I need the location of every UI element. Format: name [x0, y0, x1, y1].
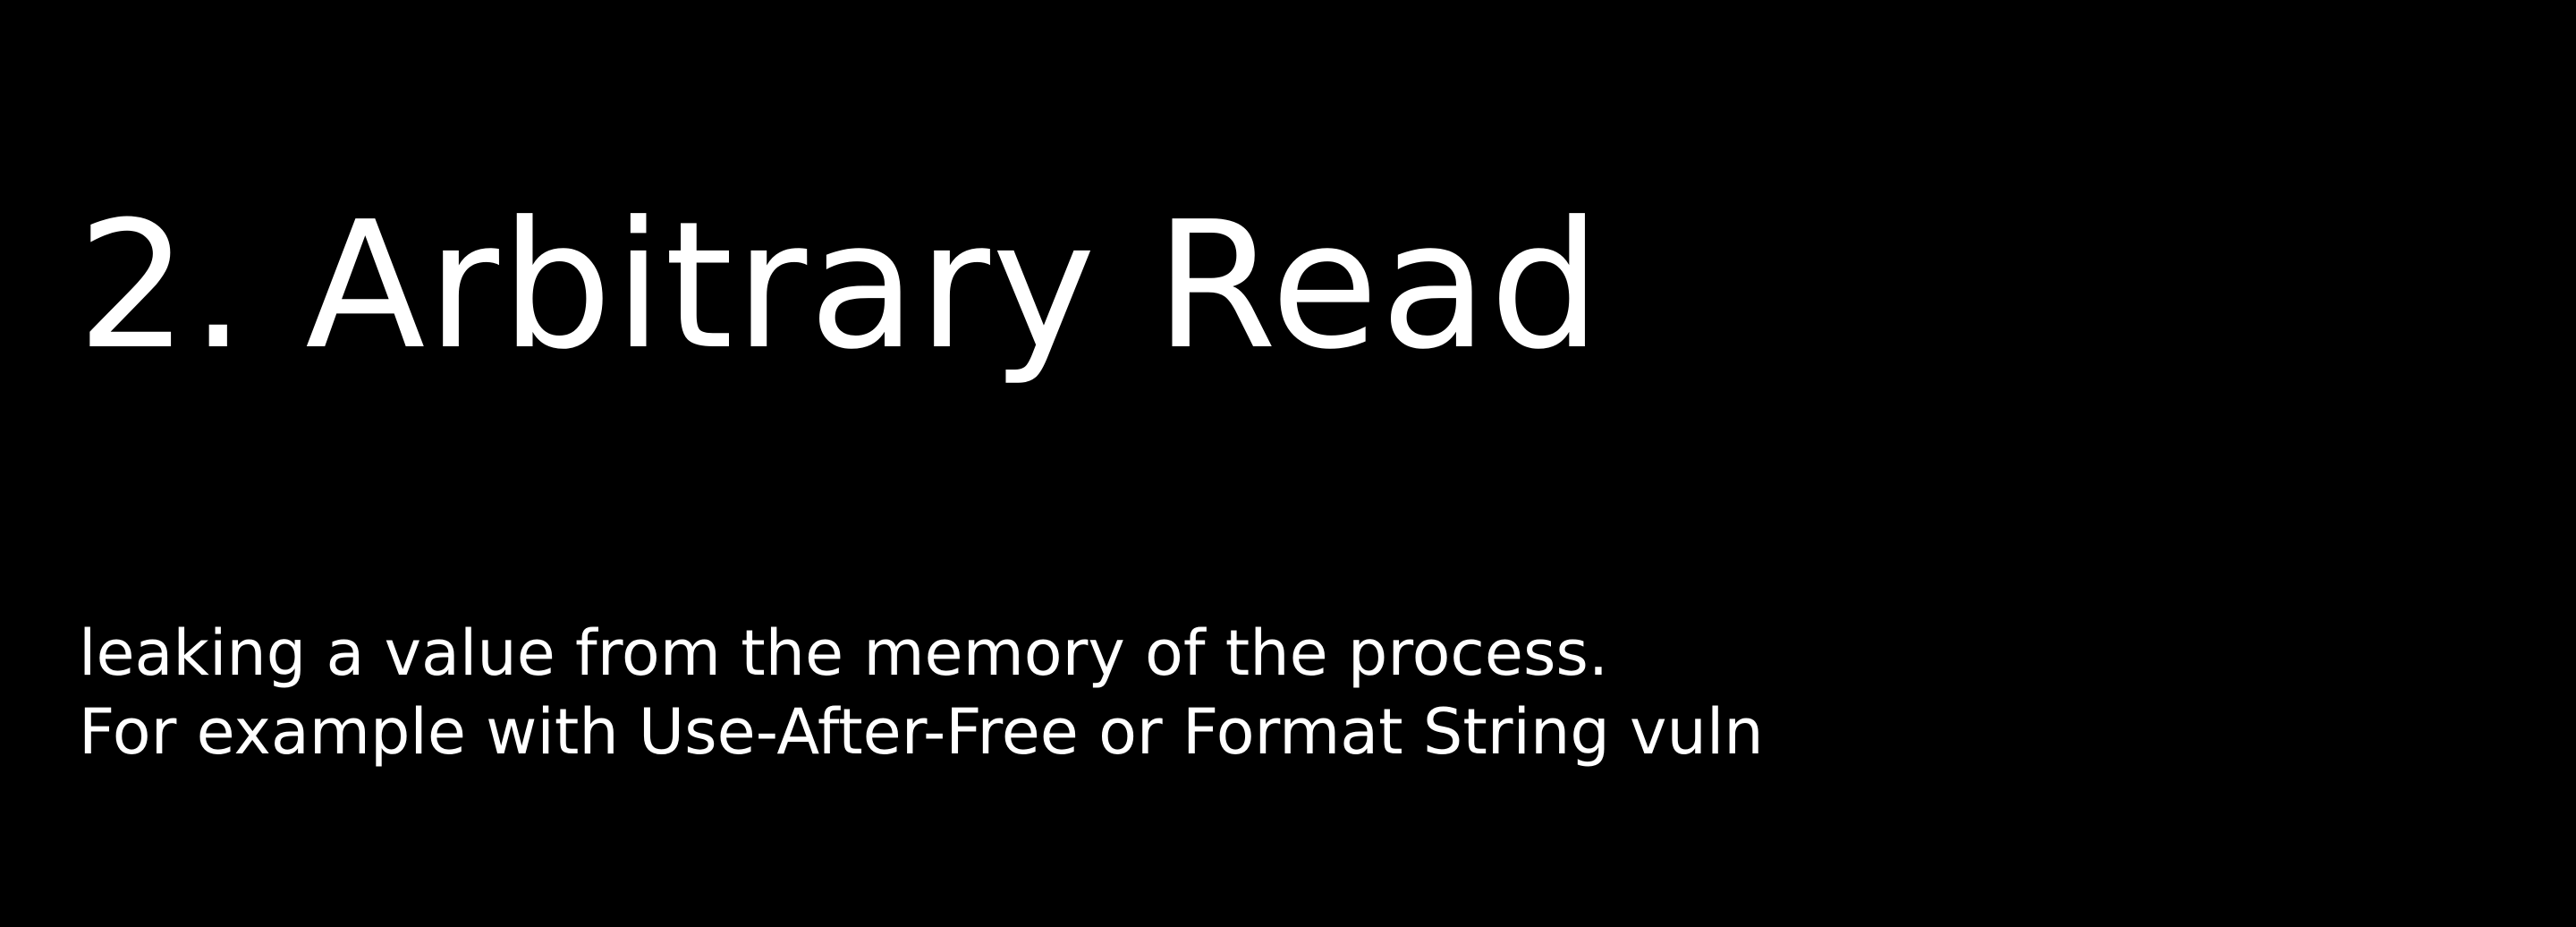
slide-body: leaking a value from the memory of the p… — [79, 614, 1764, 771]
body-line-2: For example with Use-After-Free or Forma… — [79, 695, 1764, 769]
slide-title: 2. Arbitrary Read — [77, 184, 1603, 388]
body-line-1: leaking a value from the memory of the p… — [79, 617, 1609, 690]
